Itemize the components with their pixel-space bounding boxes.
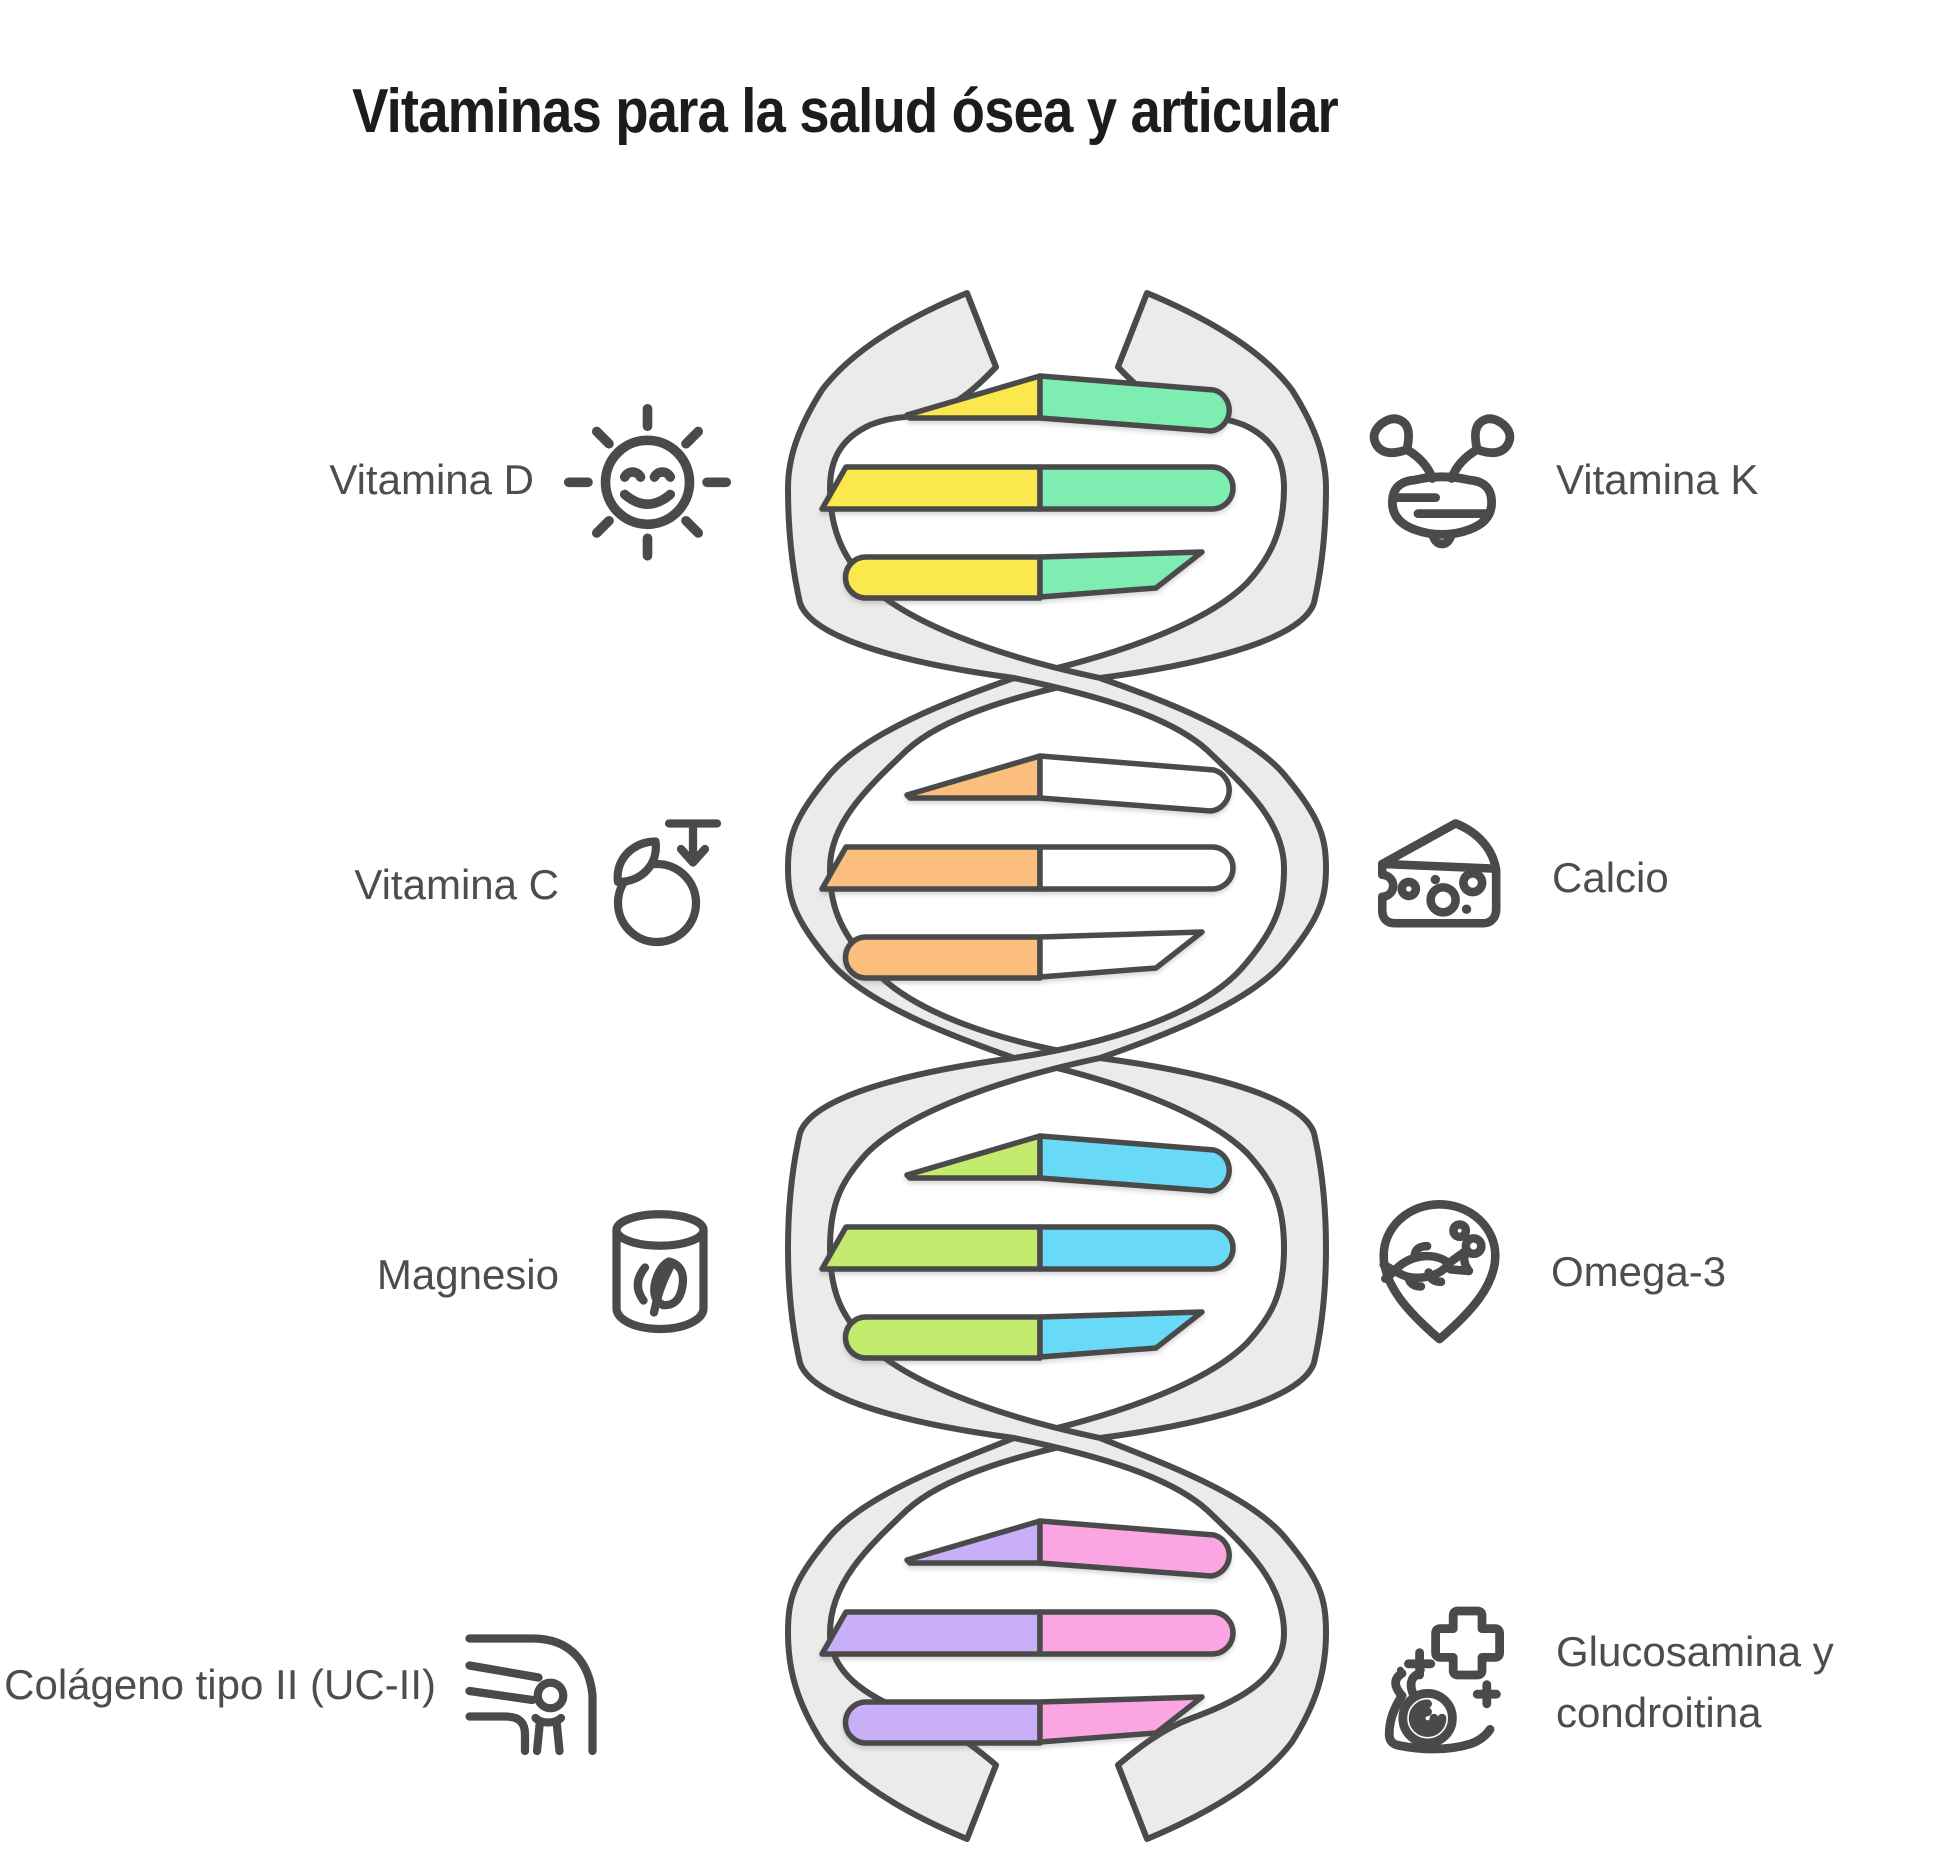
rung-s3-r2-right (1037, 1224, 1236, 1272)
row-vitamina-c: Vitamina C (0, 800, 735, 970)
label-magnesio: Magnesio (376, 1251, 559, 1298)
label-vitamina-c: Vitamina C (354, 861, 559, 908)
cheese-icon (1377, 819, 1501, 928)
sun-smiley-icon (563, 403, 732, 561)
rung-s1-r1-right (1037, 373, 1232, 434)
rung-s1-r2-right (1037, 464, 1236, 512)
rung-s4-r3-left (842, 1699, 1043, 1746)
label-calcio: Calcio (1552, 854, 1669, 901)
rung-s4-r2-right (1037, 1609, 1236, 1657)
rung-s4-r1-left (904, 1518, 1043, 1566)
rung-s2-r1-left (904, 753, 1043, 801)
rung-s2-r3-right (1037, 929, 1205, 980)
row-vitamina-d: Vitamina D (0, 392, 735, 568)
label-vitamina-d: Vitamina D (329, 456, 534, 503)
helix-strand-front (788, 293, 1326, 1839)
row-glucosamina: Glucosamina y condroitina (1362, 1598, 1944, 1768)
turnip-icon (1369, 414, 1515, 549)
snail-health-icon (1384, 1606, 1504, 1754)
rung-s4-r3-right (1037, 1694, 1205, 1745)
rung-s1-r3-right (1037, 549, 1205, 600)
knee-joint-icon (465, 1634, 597, 1756)
rung-s2-r2-right (1037, 844, 1236, 892)
label-colageno: Colágeno tipo II (UC-II) (4, 1661, 436, 1708)
label-glucosamina: Glucosamina y condroitina (1556, 1628, 1834, 1736)
dna-helix (782, 288, 1342, 1848)
row-vitamina-k: Vitamina K (1362, 395, 1758, 565)
page-title: Vitaminas para la salud ósea y articular (352, 77, 1339, 146)
rung-s2-r1-right (1037, 753, 1232, 814)
rung-s1-r3-left (842, 554, 1043, 601)
row-omega3: Omega-3 (1362, 1192, 1726, 1352)
helix-rungs (819, 373, 1236, 1746)
rung-s2-r2-left (819, 844, 1043, 892)
rung-s1-r2-left (819, 464, 1043, 512)
fish-pin-icon (1379, 1199, 1500, 1343)
label-vitamina-k: Vitamina K (1556, 456, 1759, 503)
rung-s3-r3-left (842, 1314, 1043, 1361)
rung-s3-r1-left (904, 1133, 1043, 1181)
rung-s2-r3-left (842, 934, 1043, 981)
rung-s4-r1-right (1037, 1518, 1232, 1579)
rung-s4-r2-left (819, 1609, 1043, 1657)
supplement-can-icon (612, 1210, 708, 1334)
label-omega3: Omega-3 (1551, 1248, 1727, 1295)
rung-s3-r1-right (1037, 1133, 1232, 1194)
row-calcio: Calcio (1362, 800, 1669, 956)
row-colageno: Colágeno tipo II (UC-II) (0, 1600, 612, 1770)
rung-s3-r2-left (819, 1224, 1043, 1272)
row-magnesio: Magnesio (0, 1190, 735, 1360)
citrus-fruit-icon (613, 819, 722, 947)
rung-s3-r3-right (1037, 1309, 1205, 1360)
